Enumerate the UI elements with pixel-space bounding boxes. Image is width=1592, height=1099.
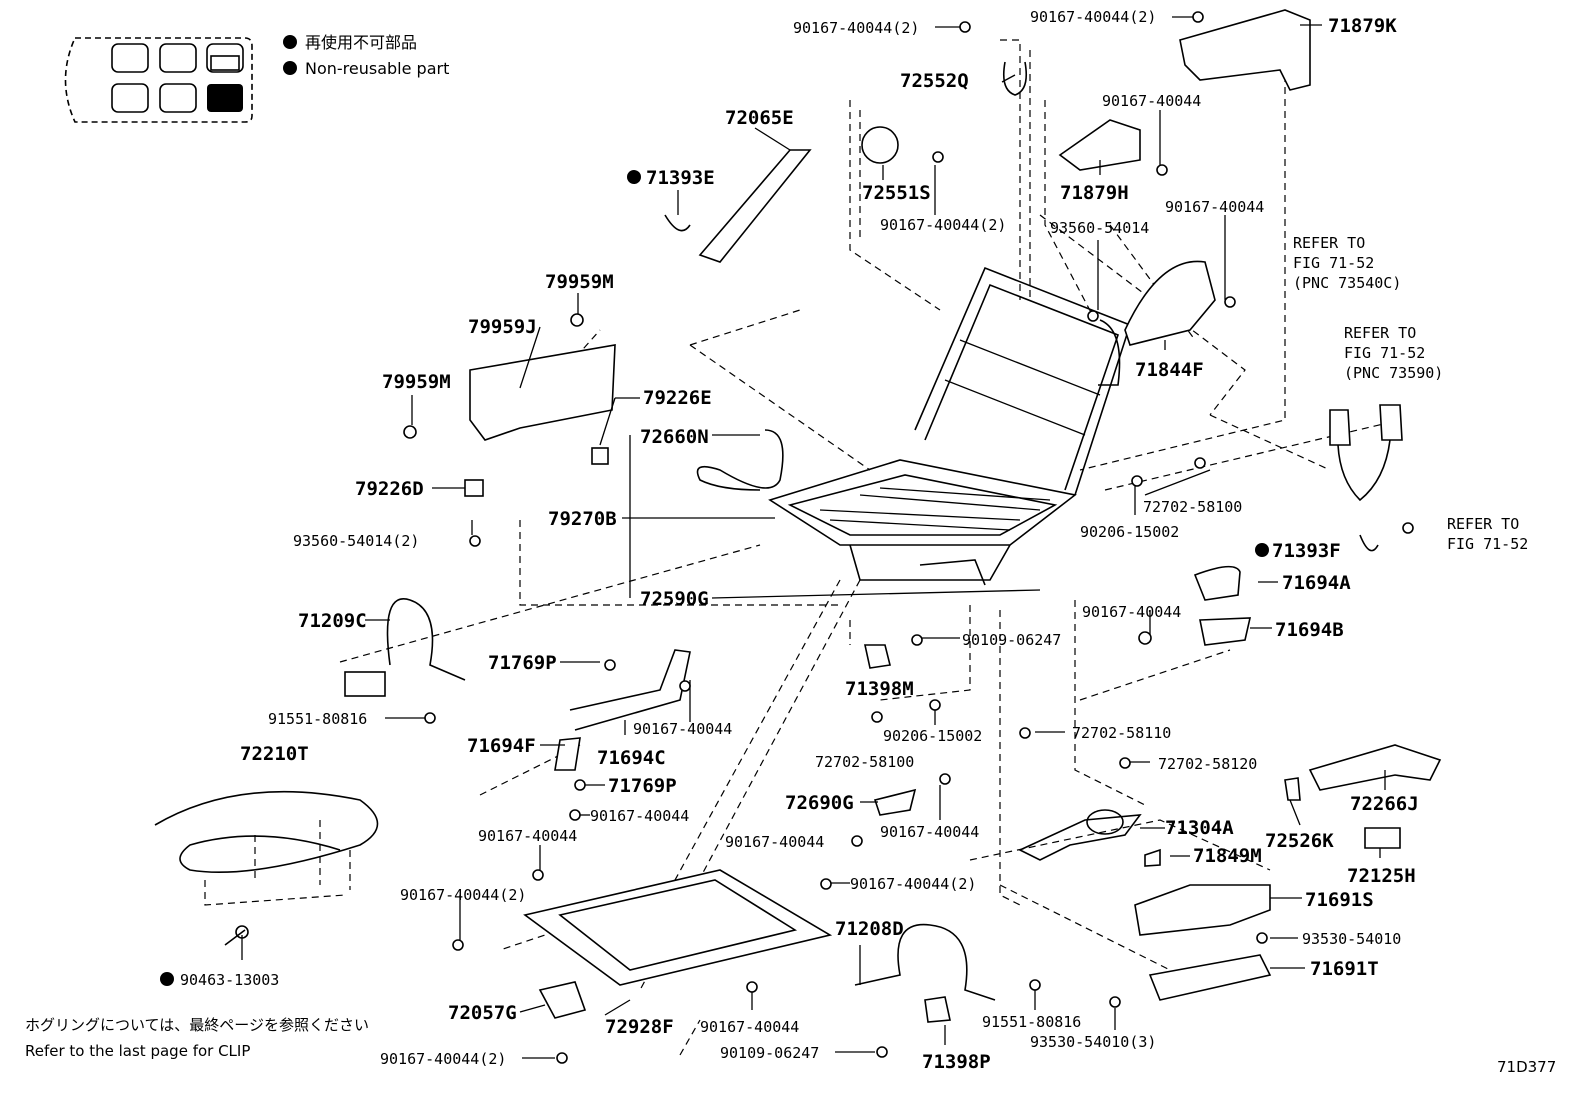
part-label: 71879K — [1328, 15, 1397, 37]
part-label: 90167-40044 — [700, 1018, 799, 1036]
part-label: 90206-15002 — [1080, 523, 1179, 541]
part-label: 72125H — [1347, 865, 1416, 887]
part-label: 91551-80816 — [268, 710, 367, 728]
part-label: 71694A — [1282, 572, 1351, 594]
part-label: 90167-40044(2) — [400, 886, 526, 904]
part-label: 71694B — [1275, 619, 1344, 641]
legend-jp: 再使用不可部品 — [305, 33, 417, 52]
part-label: 72590G — [640, 588, 709, 610]
part-label: 93530-54010(3) — [1030, 1033, 1156, 1051]
part-label: 72526K — [1265, 830, 1334, 852]
non-reusable-dot-icon — [160, 972, 174, 986]
part-label: 71691T — [1310, 958, 1379, 980]
part-label: 71209C — [298, 610, 367, 632]
part-label: 79226E — [643, 387, 712, 409]
part-label: 90109-06247 — [720, 1044, 819, 1062]
part-label: 90167-40044(2) — [793, 19, 919, 37]
part-label: 90167-40044 — [1165, 198, 1264, 216]
part-label: 90167-40044 — [1082, 603, 1181, 621]
part-label: 90109-06247 — [962, 631, 1061, 649]
part-label: 71849M — [1193, 845, 1262, 867]
legend-en: Non-reusable part — [305, 59, 449, 78]
part-label: 71844F — [1135, 359, 1204, 381]
refer-note: FIG 71-52 — [1447, 535, 1528, 553]
part-label: 90167-40044 — [633, 720, 732, 738]
part-label: 79959J — [468, 316, 537, 338]
part-label: 71691S — [1305, 889, 1374, 911]
part-label: 72702-58120 — [1158, 755, 1257, 773]
part-label: 90167-40044 — [590, 807, 689, 825]
refer-note: REFER TO — [1447, 515, 1519, 533]
refer-note: REFER TO — [1344, 324, 1416, 342]
fastener-glyphs — [403, 11, 1414, 1064]
refer-note: (PNC 73590) — [1344, 364, 1443, 382]
part-label: 72660N — [640, 426, 709, 448]
refer-note: FIG 71-52 — [1293, 254, 1374, 272]
part-label: 90463-13003 — [180, 971, 279, 989]
part-label: 79270B — [548, 508, 617, 530]
part-glyphs — [154, 9, 1442, 1023]
part-label: 90167-40044 — [725, 833, 824, 851]
part-label: 93530-54010 — [1302, 930, 1401, 948]
seat-frame-assembly — [768, 266, 1131, 586]
part-label: 90167-40044(2) — [380, 1050, 506, 1068]
part-label: 90167-40044 — [478, 827, 577, 845]
part-label: 90167-40044(2) — [850, 875, 976, 893]
part-label: 72690G — [785, 792, 854, 814]
part-label: 71398P — [922, 1051, 991, 1073]
refer-note: REFER TO — [1293, 234, 1365, 252]
part-label: 71398M — [845, 678, 914, 700]
part-label: 71393E — [646, 167, 715, 189]
part-label: 72210T — [240, 743, 309, 765]
part-label: 71769P — [488, 652, 557, 674]
non-reusable-dot-icon — [1255, 543, 1269, 557]
part-label: 72551S — [862, 182, 931, 204]
part-label: 90167-40044 — [1102, 92, 1201, 110]
part-label: 71304A — [1165, 817, 1234, 839]
part-label: 72057G — [448, 1002, 517, 1024]
seat-position-legend — [64, 37, 253, 123]
part-label: 90167-40044(2) — [880, 216, 1006, 234]
part-label: 71879H — [1060, 182, 1129, 204]
part-label: 72702-58100 — [815, 753, 914, 771]
part-label: 93560-54014 — [1050, 219, 1149, 237]
part-label: 79226D — [355, 478, 424, 500]
part-label: 90167-40044(2) — [1030, 8, 1156, 26]
non-reusable-dot-icon — [283, 35, 297, 49]
part-label: 72065E — [725, 107, 794, 129]
part-label: 79959M — [382, 371, 451, 393]
part-label: 71208D — [835, 918, 904, 940]
part-label: 93560-54014(2) — [293, 532, 419, 550]
refer-note: (PNC 73540C) — [1293, 274, 1401, 292]
part-label: 79959M — [545, 271, 614, 293]
part-label: 71694C — [597, 747, 666, 769]
refer-note: FIG 71-52 — [1344, 344, 1425, 362]
part-label: 71694F — [467, 735, 536, 757]
part-label: 72702-58100 — [1143, 498, 1242, 516]
figure-code: 71D377 — [1497, 1058, 1556, 1076]
part-label: 71769P — [608, 775, 677, 797]
assembly-guide-lines — [204, 39, 1401, 1056]
part-label: 91551-80816 — [982, 1013, 1081, 1031]
footer-note-en: Refer to the last page for CLIP — [25, 1042, 250, 1060]
non-reusable-dot-icon — [627, 170, 641, 184]
part-label: 90206-15002 — [883, 727, 982, 745]
part-label: 72928F — [605, 1016, 674, 1038]
footer-note-jp: ホグリングについては、最終ページを参照ください — [25, 1016, 369, 1034]
non-reusable-dot-icon — [283, 61, 297, 75]
part-label: 90167-40044 — [880, 823, 979, 841]
part-label: 72552Q — [900, 70, 969, 92]
part-label: 72702-58110 — [1072, 724, 1171, 742]
part-label: 72266J — [1350, 793, 1419, 815]
part-label: 71393F — [1272, 540, 1341, 562]
